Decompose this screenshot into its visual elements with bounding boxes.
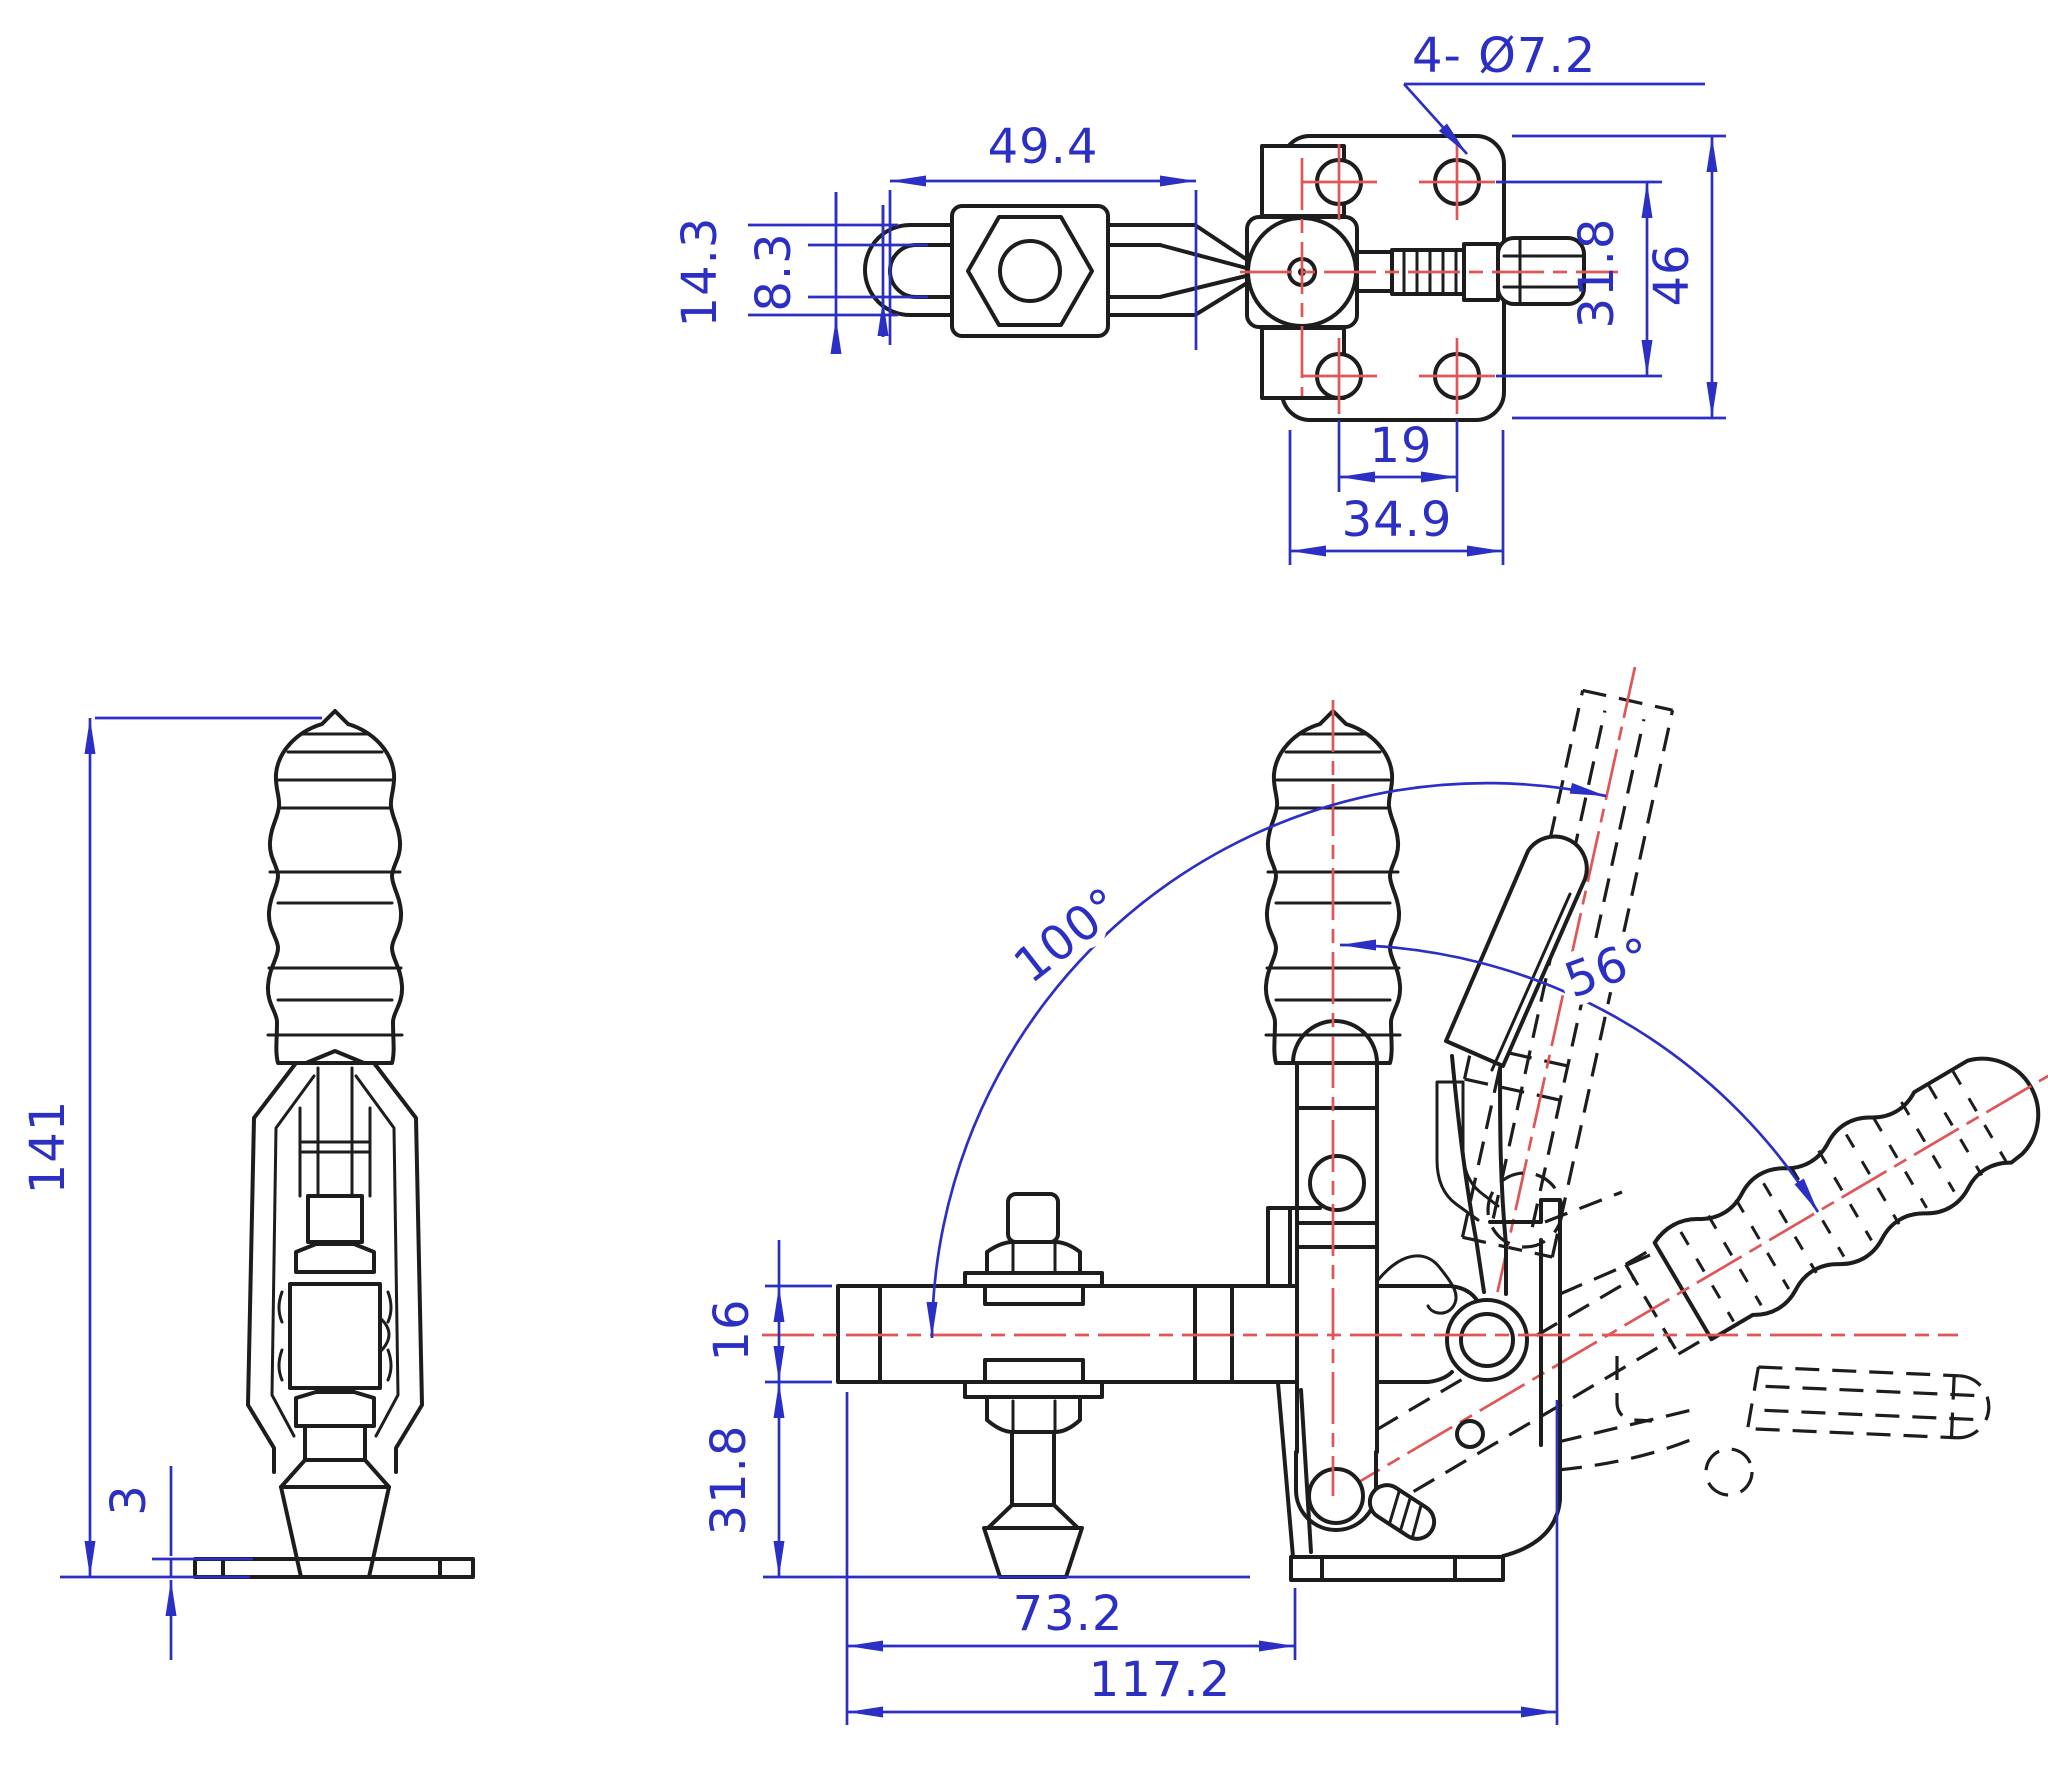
dim-bar-width: 14.3 [672, 217, 728, 328]
dim-holes-note: 4- Ø7.2 [1412, 28, 1596, 84]
lever-shank [1450, 1054, 1508, 1296]
dim-hole-col-spacing: 19 [1369, 418, 1432, 474]
hole-crosshairs [1301, 144, 1495, 414]
plunger-shoulder [279, 1458, 391, 1489]
side-view-geometry [193, 709, 475, 1579]
top-view: 49.4 14.3 8.3 4- Ø7.2 31.8 46 19 34.9 [672, 28, 1726, 565]
fork-housing-inner [270, 1074, 400, 1438]
front-view-geometry [836, 709, 1589, 1582]
handle-bar [1295, 1061, 1379, 1454]
open-handle-position [1334, 1056, 2048, 1498]
top-view-geometry [863, 134, 1586, 422]
ext-lines-46 [1512, 134, 1726, 420]
ext-lines-141 [60, 716, 322, 1579]
fork-rods [298, 1066, 372, 1198]
lower-flange [963, 1380, 1104, 1399]
ext-lines-31-8-top [1496, 180, 1662, 378]
body-left-edge [1276, 1381, 1313, 1559]
dim-overall-length: 117.2 [1089, 1652, 1231, 1708]
dim-plate-width: 34.9 [1342, 492, 1453, 548]
spindle-stud [1006, 1192, 1060, 1244]
ext-lines-73-2 [845, 1392, 1297, 1725]
swivel-block [288, 1282, 382, 1390]
dim-overall-height: 141 [20, 1100, 76, 1195]
dim-bar-opening-angle: 100° [1004, 877, 1133, 995]
front-view: 100° 56° 16 31.8 73.2 117.2 [701, 663, 2048, 1725]
grip-cap [304, 1049, 366, 1065]
bar-pivot [1459, 1312, 1515, 1368]
upper-nut [985, 1240, 1082, 1275]
dim-slot-length: 49.4 [988, 119, 1099, 175]
leader-holes [1402, 83, 1469, 155]
ext-lines-34-9 [1288, 430, 1505, 565]
front-view-dimensions: 100° 56° 16 31.8 73.2 117.2 [701, 781, 1820, 1725]
handle-pivot [1307, 1467, 1365, 1525]
dim-bar-length: 73.2 [1013, 1586, 1124, 1642]
plunger-shaft [303, 1424, 367, 1462]
base-plate-front [1289, 1555, 1505, 1582]
top-view-centerlines [1240, 144, 1618, 414]
dim-handle-opening-angle: 56° [1558, 927, 1660, 1010]
rubber-tip-front [982, 1526, 1084, 1579]
front-view-centerlines [762, 700, 1958, 1496]
open-handle-axis [1334, 1065, 2048, 1498]
link-block [306, 1194, 364, 1244]
dim-slot-width: 8.3 [746, 232, 802, 311]
lower-hex [294, 1390, 376, 1428]
rubber-tip-side [279, 1485, 391, 1579]
open-grip-outline [1652, 1056, 2041, 1342]
dim-plate-length: 46 [1644, 243, 1700, 306]
lower-nut [985, 1395, 1082, 1434]
dim-bar-height: 16 [704, 1298, 760, 1361]
upper-hex [294, 1242, 376, 1274]
body-hole [1455, 1419, 1485, 1449]
arc-100 [926, 781, 1607, 1339]
handle-collar [1291, 1019, 1379, 1065]
retainer-clips [277, 1290, 393, 1382]
spindle-neck [1355, 250, 1394, 293]
release-lever [1444, 834, 1589, 1068]
dim-plunger-reach: 31.8 [701, 1425, 757, 1536]
plunger-rod [1010, 1430, 1056, 1507]
dim-hole-row-spacing: 31.8 [1569, 218, 1625, 329]
handle-hole [1308, 1154, 1366, 1212]
lower-pad [983, 1358, 1085, 1384]
top-view-dimensions: 49.4 14.3 8.3 4- Ø7.2 31.8 46 19 34.9 [672, 28, 1726, 565]
fork-housing-outer [246, 1061, 424, 1474]
spindle-hole [998, 239, 1062, 303]
side-ear [378, 1316, 391, 1354]
dim-base-thickness: 3 [101, 1484, 157, 1516]
side-view: 141 3 [20, 709, 475, 1660]
upper-pad [983, 1284, 1085, 1306]
knurled-screw [1367, 1483, 1437, 1541]
arc-56 [1339, 939, 1820, 1213]
bar-fork [1158, 223, 1254, 317]
side-view-dimensions: 141 3 [20, 716, 322, 1660]
plunger-shoulder-front [986, 1503, 1080, 1530]
